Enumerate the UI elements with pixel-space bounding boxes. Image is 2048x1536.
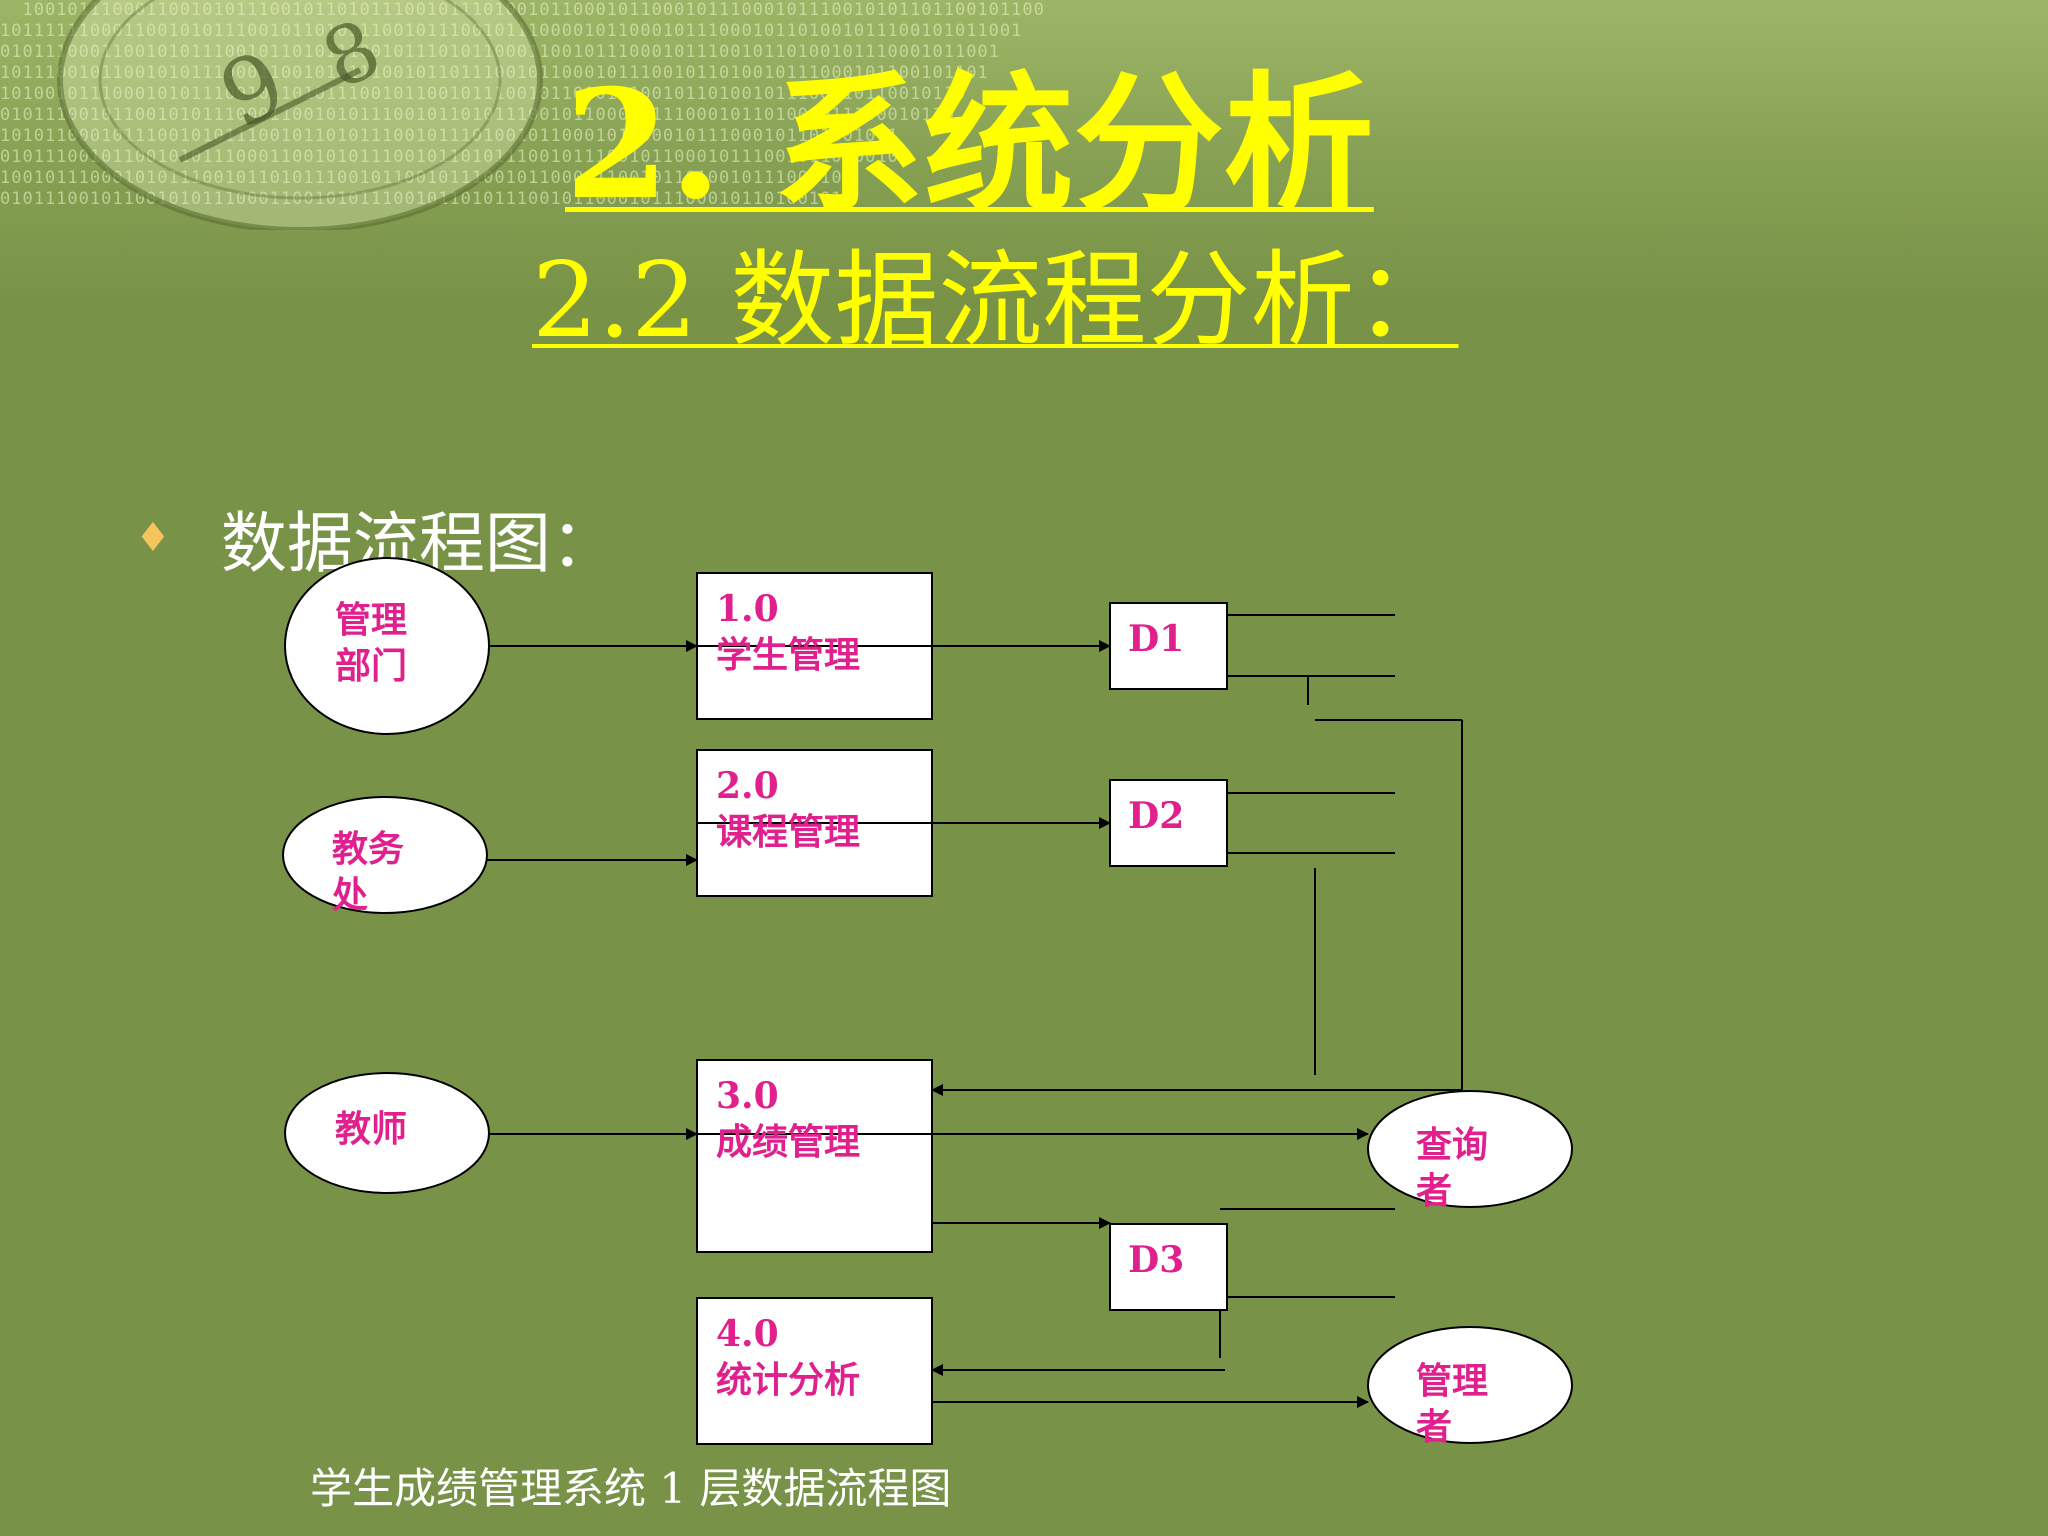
process-box-3 bbox=[696, 1059, 933, 1253]
diamond-bullet-icon: ♦ bbox=[135, 515, 171, 561]
entity-academic-office bbox=[282, 796, 488, 914]
entity-mgmt-dept-label: 管理 部门 bbox=[335, 599, 408, 687]
store-box-d2 bbox=[1109, 779, 1228, 867]
page-subtitle: 2.2 数据流程分析： bbox=[532, 239, 1459, 361]
process-box-4 bbox=[696, 1297, 933, 1445]
entity-administrator-label: 管理 者 bbox=[1416, 1360, 1489, 1448]
page-title: 2. 系统分析 bbox=[565, 57, 1374, 233]
store-d3-label: D3 bbox=[1128, 1239, 1185, 1281]
header-banner bbox=[0, 0, 2048, 300]
binary-pattern: 1001011100011001010111001011010111001011… bbox=[0, 0, 1045, 209]
diagram-caption: 学生成绩管理系统 1 层数据流程图 bbox=[310, 1464, 952, 1513]
entity-academic-office-label: 教务 处 bbox=[332, 828, 405, 916]
entity-querier bbox=[1367, 1090, 1573, 1208]
entity-querier-label: 查询 者 bbox=[1416, 1124, 1489, 1212]
entity-teacher-label: 教师 bbox=[335, 1108, 408, 1150]
entity-administrator bbox=[1367, 1326, 1573, 1444]
store-box-d3 bbox=[1109, 1223, 1228, 1311]
store-d1-label: D1 bbox=[1128, 618, 1185, 660]
clock-decoration: 9 8 bbox=[57, 0, 543, 230]
store-lines bbox=[1220, 614, 1395, 1298]
store-box-d1 bbox=[1109, 602, 1228, 690]
process-2-label: 2.0 课程管理 bbox=[716, 765, 861, 853]
flow-lines bbox=[487, 640, 1463, 1408]
process-3-label: 3.0 成绩管理 bbox=[716, 1075, 861, 1163]
process-1-label: 1.0 学生管理 bbox=[716, 588, 861, 676]
process-4-label: 4.0 统计分析 bbox=[716, 1313, 861, 1401]
store-d2-label: D2 bbox=[1128, 795, 1185, 837]
